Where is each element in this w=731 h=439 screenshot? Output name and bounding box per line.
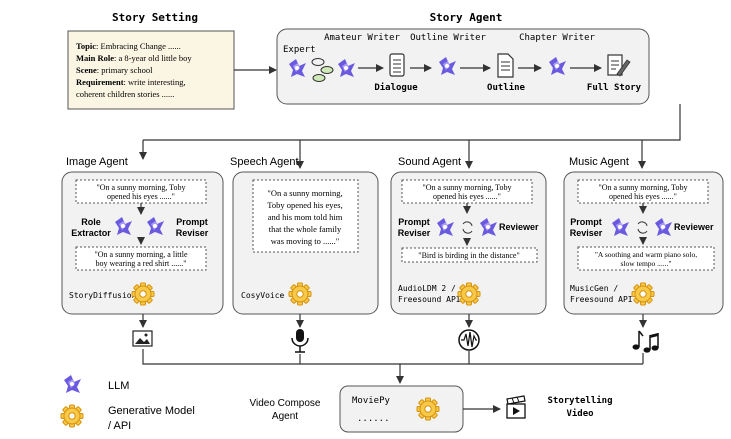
outline-writer-label: Outline Writer (410, 33, 486, 43)
sound-quote-out-box (401, 247, 538, 263)
musicgen-label-1: MusicGen / (570, 284, 618, 293)
speech-quote-line1: "On a sunny morning, (267, 188, 342, 198)
sound-quote-out: "Bird is birding in the distance" (418, 251, 519, 260)
outline-document-icon (497, 53, 514, 78)
speech-quote-line5: was moving to ......" (271, 236, 339, 246)
image-quote-out-line2: boy wearing a red shirt ......" (95, 259, 186, 268)
storytelling-video-label-2: Video (566, 408, 593, 419)
image-icon (132, 330, 153, 347)
legend-gen-model-label-1: Generative Model (108, 405, 195, 417)
music-prompt-reviser-label-1: Prompt (570, 217, 602, 227)
outputs-to-video-connectors (142, 349, 644, 384)
music-quote-out-box (577, 246, 715, 271)
audioldm-label-2: Freesound API (398, 295, 461, 304)
moviepy-label: MoviePy (352, 396, 391, 406)
sound-reviewer-label: Reviewer (499, 222, 539, 232)
storydiffusion-gear-icon (131, 282, 155, 306)
video-clapper-icon (506, 395, 526, 419)
microphone-icon (291, 329, 309, 353)
expert-label: Expert (283, 45, 316, 55)
legend-gen-model-label-2: / API (108, 420, 131, 432)
agent-output-arrows (139, 314, 647, 328)
speech-quote-box (252, 179, 359, 253)
image-quote-out-line1: "On a sunny morning, a little (94, 250, 187, 259)
audioldm-label-1: AudioLDM 2 / (398, 284, 456, 293)
speech-agent-title: Speech Agent (230, 156, 299, 168)
speech-quote-line4: that the whole family (269, 224, 342, 234)
musicgen-label-2: Freesound API (570, 295, 633, 304)
image-quote-in-line1: "On a sunny morning, Toby (97, 183, 186, 192)
legend-llm-label: LLM (108, 380, 129, 392)
music-quote-in-line2: opened his eyes ......" (609, 192, 677, 201)
sound-prompt-reviser-label-2: Reviser (398, 228, 431, 238)
dialogue-label: Dialogue (374, 82, 418, 93)
video-compose-box (339, 385, 464, 433)
moviepy-gear-icon (416, 397, 440, 421)
sound-quote-in-line1: "On a sunny morning, Toby (423, 183, 512, 192)
music-quote-out-line2: slow tempo ......" (621, 259, 672, 268)
dialogue-scroll-icon (389, 53, 405, 77)
story-setting-topic: Topic: Embracing Change ...... (76, 41, 181, 51)
sound-prompt-reviser-label-1: Prompt (398, 217, 430, 227)
speech-quote-line3: and his mom told him (268, 212, 343, 222)
outline-label: Outline (487, 82, 526, 93)
legend-gear-icon (60, 404, 84, 428)
role-extractor-label-2: Extractor (71, 228, 111, 238)
cosyvoice-gear-icon (288, 282, 312, 306)
video-compose-agent-label-1: Video Compose (250, 398, 321, 409)
moviepy-dots: ...... (357, 414, 390, 424)
storytelling-video-label-1: Storytelling (547, 395, 612, 406)
image-prompt-reviser-label-1: Prompt (176, 217, 208, 227)
music-quote-out-line1: "A soothing and warm piano solo, (595, 250, 697, 259)
music-reviewer-label: Reviewer (674, 222, 714, 232)
legend-llm-icon (64, 375, 81, 393)
music-revise-loop-icon (637, 221, 648, 234)
full-story-document-icon (607, 54, 631, 77)
role-extractor-label-1: Role (81, 217, 101, 227)
chapter-writer-label: Chapter Writer (519, 33, 595, 43)
music-quote-in-line1: "On a sunny morning, Toby (599, 183, 688, 192)
story-setting-requirement-cont: coherent children stories ...... (76, 89, 174, 99)
video-compose-agent-label-2: Agent (272, 411, 298, 422)
full-story-label: Full Story (587, 83, 642, 93)
speech-quote-line2: Toby opened his eyes, (267, 200, 342, 210)
story-setting-main-role: Main Role: a 8-year old little boy (76, 53, 192, 63)
music-prompt-reviser-label-2: Reviser (570, 228, 603, 238)
sound-agent-title: Sound Agent (398, 156, 461, 168)
cosyvoice-label: CosyVoice (241, 291, 285, 300)
amateur-writer-label: Amateur Writer (324, 33, 400, 43)
story-setting-box (67, 30, 235, 110)
dialogue-bubbles-icon (311, 58, 334, 82)
image-agent-title: Image Agent (66, 156, 128, 168)
sound-quote-in-line2: opened his eyes ......" (433, 192, 501, 201)
story-setting-scene: Scene: primary school (76, 65, 153, 75)
audioldm-gear-icon (457, 282, 481, 306)
story-agent-title: Story Agent (430, 11, 503, 24)
music-note-icon (632, 330, 659, 353)
image-quote-in-line2: opened his eyes ......" (107, 192, 175, 201)
sound-revise-loop-icon (462, 221, 473, 234)
image-prompt-reviser-label-2: Reviser (176, 228, 209, 238)
waveform-icon (458, 329, 480, 351)
story-setting-requirement: Requirement: write interesting, (76, 77, 186, 87)
musicgen-gear-icon (631, 282, 655, 306)
music-agent-title: Music Agent (569, 156, 629, 168)
story-setting-title: Story Setting (112, 11, 198, 24)
image-quote-out-box (75, 246, 207, 271)
storydiffusion-label: StoryDiffusion (69, 291, 137, 300)
story-agent-box (276, 28, 650, 105)
story-to-agents-connectors (139, 104, 681, 169)
